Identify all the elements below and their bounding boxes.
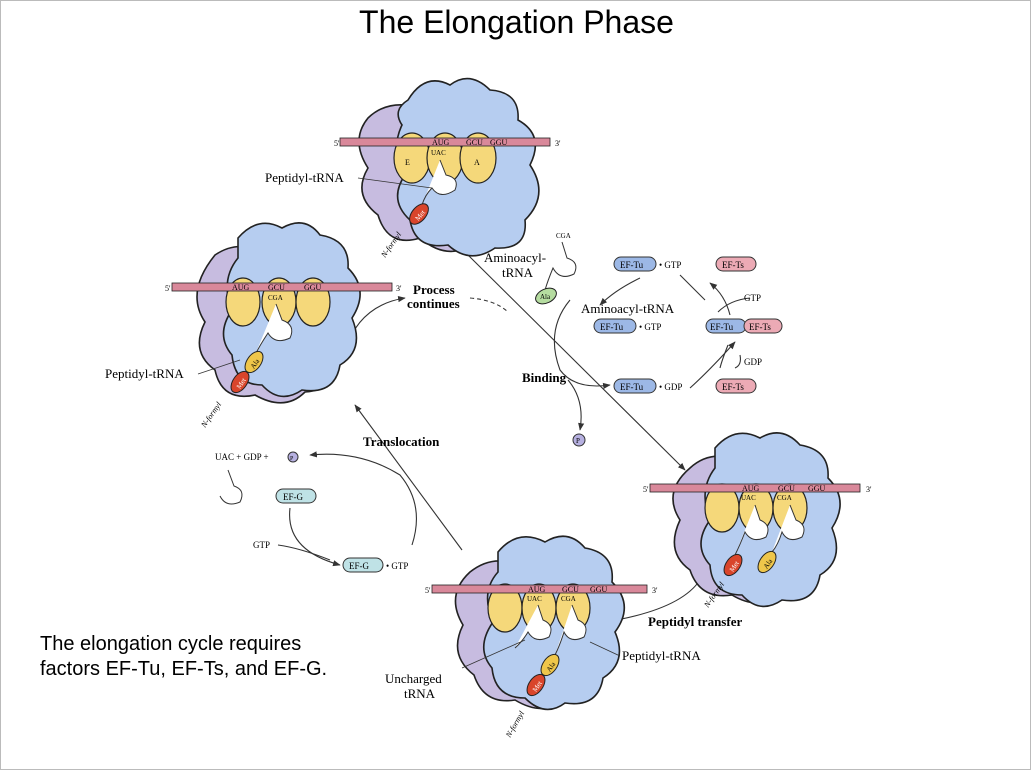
label-aminoacyl-full: Aminoacyl-tRNA (581, 301, 675, 316)
translocation-products: UAC + GDP + (215, 452, 269, 462)
label-continues: continues (407, 296, 460, 311)
arrow-efg-cycle-up (309, 451, 417, 546)
anticodon-uac-bottom: UAC (527, 595, 542, 603)
mrna-5prime-top: 5' (334, 139, 340, 148)
gtp-in-label: GTP (744, 293, 761, 303)
ef-tu-aminoacyl: EF-Tu (600, 322, 624, 332)
codon-gcu-right: GCU (778, 484, 795, 493)
arrow-eftu-efts-to-eftu-gtp (679, 274, 706, 301)
trna-right-a (771, 504, 805, 553)
arrow-eftu-efts-to-efts (709, 282, 731, 316)
mrna-3prime-top: 3' (555, 139, 561, 148)
codon-ggu-left: GGU (304, 283, 322, 292)
codon-ggu-right: GGU (808, 484, 826, 493)
codon-aug-bottom: AUG (528, 585, 546, 594)
trna-bottom-e (514, 604, 552, 649)
anticodon-cga-left: CGA (268, 294, 283, 302)
arrow-to-peptidyl-transfer-ribosome (467, 254, 686, 471)
mrna-5prime-right: 5' (643, 485, 649, 494)
ribosome-left: 5' 3' AUG GCU GGU CGA Ala Met N-formyl P… (105, 222, 460, 430)
anticodon-uac-top: UAC (431, 149, 446, 157)
label-aminoacyl-2: tRNA (502, 265, 534, 280)
ef-g-gtp: EF-G (349, 561, 370, 571)
phosphate-translocation: P (290, 456, 294, 462)
slide-title: The Elongation Phase (359, 4, 674, 40)
gtp-efg-label: GTP (253, 540, 270, 550)
label-uncharged-1: Uncharged (385, 671, 442, 686)
label-translocation: Translocation (363, 434, 440, 449)
ef-tu-gdp-factor: EF-Tu (620, 382, 644, 392)
arrow-binding-aminoacyl (553, 299, 611, 390)
arrow-gdp-to-eftu-efts (689, 341, 736, 389)
label-peptidyl-trna-top: Peptidyl-tRNA (265, 170, 344, 185)
trna-left (254, 303, 293, 356)
label-uncharged-2: tRNA (404, 686, 436, 701)
codon-aug-left: AUG (232, 283, 250, 292)
ribosome-right: 5' 3' AUG GCU GGU UAC CGA Met Ala N-form… (643, 432, 872, 629)
codon-gcu-top: GCU (466, 138, 483, 147)
codon-aug-top: AUG (432, 138, 450, 147)
codon-ggu-bottom: GGU (590, 585, 608, 594)
arrow-efg-loop (289, 507, 341, 567)
label-aminoacyl-1: Aminoacyl- (484, 250, 546, 265)
codon-gcu-bottom: GCU (562, 585, 579, 594)
site-a-label: A (474, 158, 480, 167)
label-process: Process (413, 282, 455, 297)
arrow-gtp-in (717, 297, 751, 313)
nformyl-bottom: N-formyl (503, 709, 526, 740)
mrna-5prime-bottom: 5' (425, 586, 431, 595)
mrna-3prime-left: 3' (396, 284, 402, 293)
mrna-3prime-right: 3' (866, 485, 872, 494)
nformyl-left: N-formyl (199, 400, 224, 430)
label-peptidyl-transfer: Peptidyl transfer (648, 614, 742, 629)
arrow-gtp-to-efg (277, 544, 331, 561)
ribosome-top: 5' 3' AUG GCU GGU UAC E P A Met N-formyl… (265, 77, 561, 260)
ef-tu-ef-ts-cycle: EF-Tu • GTP EF-Ts GTP EF-Tu • GTP EF-Tu … (593, 256, 783, 394)
arrow-ef-tu-gtp-down (599, 277, 641, 306)
dashed-process-arrow (469, 297, 509, 313)
ef-tu-complex: EF-Tu (710, 322, 734, 332)
ef-g-cycle: Translocation UAC + GDP + P EF-G GTP EF-… (215, 434, 440, 573)
label-binding: Binding (522, 370, 567, 385)
trna-bottom-p (554, 604, 587, 656)
anticodon-uac-right: UAC (741, 494, 756, 502)
mrna-3prime-bottom: 3' (652, 586, 658, 595)
codon-ggu-top: GGU (490, 138, 508, 147)
ef-g-free: EF-G (283, 492, 304, 502)
trna-released (219, 469, 243, 505)
mrna-5prime-left: 5' (165, 284, 171, 293)
label-peptidyl-trna-bottom: Peptidyl-tRNA (622, 648, 701, 663)
ala-free: Ala (540, 293, 551, 301)
arrow-translocation (354, 404, 463, 551)
ef-ts-bottom: EF-Ts (722, 382, 744, 392)
slide-caption: The elongation cycle requires factors EF… (40, 633, 328, 680)
anticodon-cga-right: CGA (777, 494, 792, 502)
arrow-binding-p (567, 379, 585, 431)
gdp-out-label: GDP (744, 357, 762, 367)
ef-ts-top: EF-Ts (722, 260, 744, 270)
site-e-label: E (405, 158, 410, 167)
ef-tu-gdp-suffix: • GDP (659, 382, 682, 392)
phosphate-binding: P (576, 437, 580, 445)
anticodon-cga-bottom: CGA (561, 595, 576, 603)
ribosome-bottom: 5' 3' AUG GCU GGU UAC CGA Ala Met N-form… (385, 535, 701, 740)
ef-tu-gtp-factor: EF-Tu (620, 260, 644, 270)
ef-tu-aminoacyl-gtp: • GTP (639, 322, 661, 332)
codon-gcu-left: GCU (268, 283, 285, 292)
trna-right-p (734, 504, 769, 556)
aminoacyl-trna-free: CGA Ala Aminoacyl- tRNA Aminoacyl-tRNA B… (484, 232, 675, 447)
codon-aug-right: AUG (742, 484, 760, 493)
ef-g-gtp-suffix: • GTP (386, 561, 408, 571)
codon-cga-free: CGA (556, 232, 571, 240)
arrow-gdp-out (734, 354, 741, 369)
label-peptidyl-trna-left: Peptidyl-tRNA (105, 366, 184, 381)
ef-tu-gtp-suffix: • GTP (659, 260, 681, 270)
arrow-efts-join (719, 344, 729, 369)
trna-top (421, 159, 457, 206)
ef-ts-complex: EF-Ts (749, 322, 771, 332)
cycle-arrows (277, 254, 751, 624)
